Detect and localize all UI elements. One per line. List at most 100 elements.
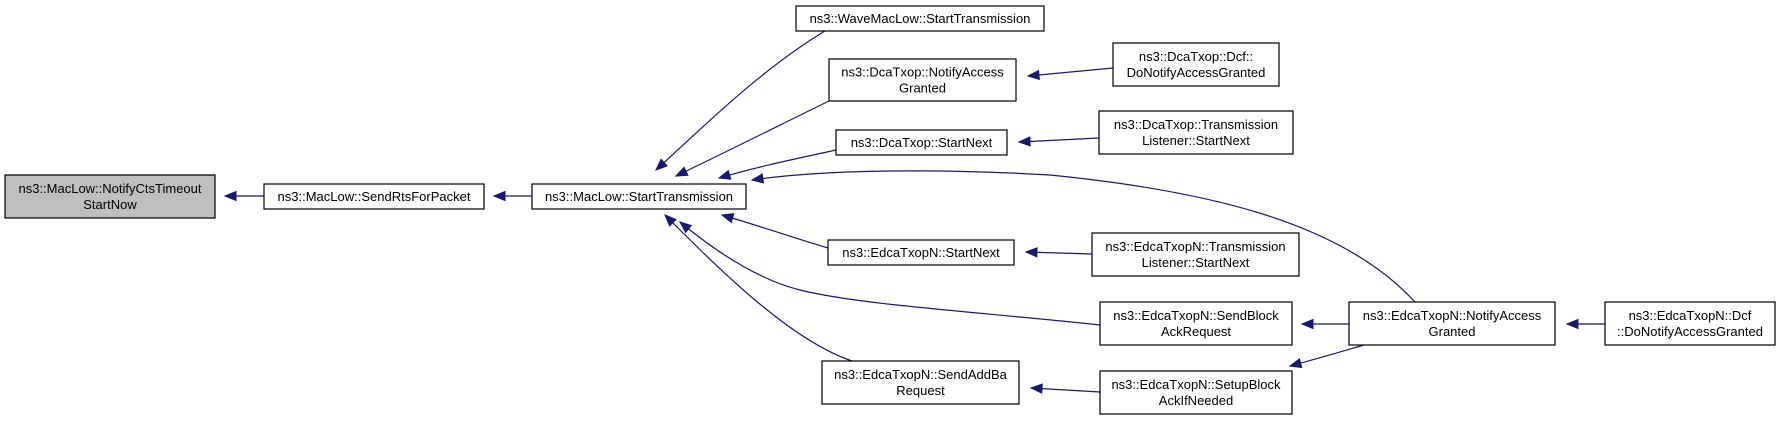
node-box <box>821 360 1020 405</box>
node-box <box>827 239 1015 266</box>
edge-line <box>718 149 837 179</box>
node-label-line: ns3::DcaTxop::NotifyAccess <box>841 65 1004 80</box>
arrowhead <box>720 213 735 224</box>
node-edca-start-next[interactable]: ns3::EdcaTxopN::StartNext <box>827 239 1015 266</box>
edge-line <box>655 30 826 171</box>
node-label-line: ns3::DcaTxop::Transmission <box>1114 117 1278 132</box>
node-send-rts[interactable]: ns3::MacLow::SendRtsForPacket <box>263 183 485 210</box>
arrowhead <box>1565 318 1579 330</box>
node-label-line: ns3::MacLow::SendRtsForPacket <box>278 189 471 204</box>
edge-edca_addba-to-start_tx <box>664 214 853 362</box>
arrowhead <box>655 158 669 171</box>
edge-edca_send_block-to-start_tx <box>678 221 1101 326</box>
edge-edca_notify-to-edca_setup_block <box>1288 344 1365 369</box>
arrowhead <box>717 169 732 180</box>
edge-line <box>751 170 1416 303</box>
arrowhead <box>1026 69 1040 81</box>
arrowhead <box>1029 383 1043 394</box>
edge-line <box>675 100 830 177</box>
node-label-line: ::DoNotifyAccessGranted <box>1617 324 1763 339</box>
edge-line <box>1018 137 1100 143</box>
edge-line <box>721 214 829 249</box>
edge-line <box>1030 387 1101 393</box>
node-edca-tl-start[interactable]: ns3::EdcaTxopN::TransmissionListener::St… <box>1091 232 1300 277</box>
node-box <box>1099 301 1293 346</box>
arrowhead <box>678 221 693 234</box>
node-label-line: ns3::DcaTxop::StartNext <box>851 135 993 150</box>
node-box <box>835 129 1008 156</box>
edge-dca_dcf_notify-to-dca_notify <box>1026 67 1114 81</box>
arrowhead <box>750 173 765 184</box>
edge-dca_notify-to-start_tx <box>674 100 830 177</box>
node-label-line: ns3::EdcaTxopN::NotifyAccess <box>1363 308 1542 323</box>
node-box <box>1604 301 1776 346</box>
node-dca-tl-start[interactable]: ns3::DcaTxop::TransmissionListener::Star… <box>1098 110 1294 155</box>
arrowhead <box>1024 247 1038 258</box>
edge-edca_setup_block-to-edca_addba <box>1029 383 1101 394</box>
arrowhead <box>1300 318 1314 330</box>
nodes-layer: ns3::MacLow::NotifyCtsTimeoutStartNowns3… <box>4 5 1776 415</box>
edge-dca_start_next-to-start_tx <box>717 149 837 180</box>
node-label-line: ns3::EdcaTxopN::StartNext <box>842 245 1000 260</box>
node-box <box>4 174 216 219</box>
node-box <box>828 58 1017 102</box>
arrowhead <box>1017 136 1031 147</box>
node-label-line: ns3::EdcaTxopN::SendBlock <box>1113 308 1279 323</box>
node-label-line: ns3::EdcaTxopN::SetupBlock <box>1111 377 1281 392</box>
node-label-line: ns3::EdcaTxopN::Transmission <box>1105 239 1285 254</box>
node-label-line: ns3::MacLow::StartTransmission <box>545 189 733 204</box>
node-box <box>795 5 1045 32</box>
edge-wave_start-to-start_tx <box>655 30 826 171</box>
edge-edca_dcf_notify-to-edca_notify <box>1565 318 1605 330</box>
node-start-tx[interactable]: ns3::MacLow::StartTransmission <box>531 183 747 210</box>
node-label-line: StartNow <box>83 197 137 212</box>
arrowhead <box>674 166 689 177</box>
node-label-line: ns3::EdcaTxopN::Dcf <box>1629 308 1752 323</box>
edges-layer <box>223 30 1605 394</box>
edge-edca_tl_start-to-edca_start_next <box>1024 247 1093 258</box>
edge-line <box>1289 344 1365 367</box>
node-label-line: ns3::MacLow::NotifyCtsTimeout <box>18 181 201 196</box>
node-edca-dcf-notify[interactable]: ns3::EdcaTxopN::Dcf::DoNotifyAccessGrant… <box>1604 301 1776 346</box>
node-box <box>1099 370 1293 415</box>
node-box <box>1098 110 1294 155</box>
arrowhead <box>492 190 506 202</box>
edge-send_rts-to-notify_cts <box>223 190 264 202</box>
edge-dca_tl_start-to-dca_start_next <box>1017 136 1100 147</box>
edge-line <box>679 221 1101 326</box>
node-label-line: ns3::DcaTxop::Dcf:: <box>1139 49 1253 64</box>
node-box <box>1091 232 1300 277</box>
node-edca-notify[interactable]: ns3::EdcaTxopN::NotifyAccessGranted <box>1348 301 1556 346</box>
node-box <box>1112 42 1280 87</box>
node-label-line: AckRequest <box>1161 324 1231 339</box>
edge-line <box>1027 67 1114 77</box>
edge-edca_notify-to-start_tx <box>750 170 1416 303</box>
arrowhead <box>223 190 237 202</box>
node-label-line: Granted <box>1429 324 1476 339</box>
node-box <box>531 183 747 210</box>
node-label-line: Listener::StartNext <box>1142 133 1250 148</box>
node-box <box>1348 301 1556 346</box>
node-dca-start-next[interactable]: ns3::DcaTxop::StartNext <box>835 129 1008 156</box>
node-label-line: DoNotifyAccessGranted <box>1127 65 1266 80</box>
node-wave-start[interactable]: ns3::WaveMacLow::StartTransmission <box>795 5 1045 32</box>
node-label-line: ns3::WaveMacLow::StartTransmission <box>810 11 1031 26</box>
edge-start_tx-to-send_rts <box>492 190 532 202</box>
edge-edca_start_next-to-start_tx <box>720 213 829 249</box>
node-box <box>263 183 485 210</box>
edge-line <box>664 214 853 362</box>
edge-edca_notify-to-edca_send_block <box>1300 318 1349 330</box>
node-label-line: AckIfNeeded <box>1159 393 1233 408</box>
arrowhead <box>664 214 677 227</box>
node-label-line: Request <box>896 383 945 398</box>
node-dca-dcf-notify[interactable]: ns3::DcaTxop::Dcf::DoNotifyAccessGranted <box>1112 42 1280 87</box>
node-label-line: ns3::EdcaTxopN::SendAddBa <box>834 367 1007 382</box>
node-label-line: Granted <box>899 81 946 96</box>
node-label-line: Listener::StartNext <box>1142 255 1250 270</box>
node-dca-notify[interactable]: ns3::DcaTxop::NotifyAccessGranted <box>828 58 1017 102</box>
